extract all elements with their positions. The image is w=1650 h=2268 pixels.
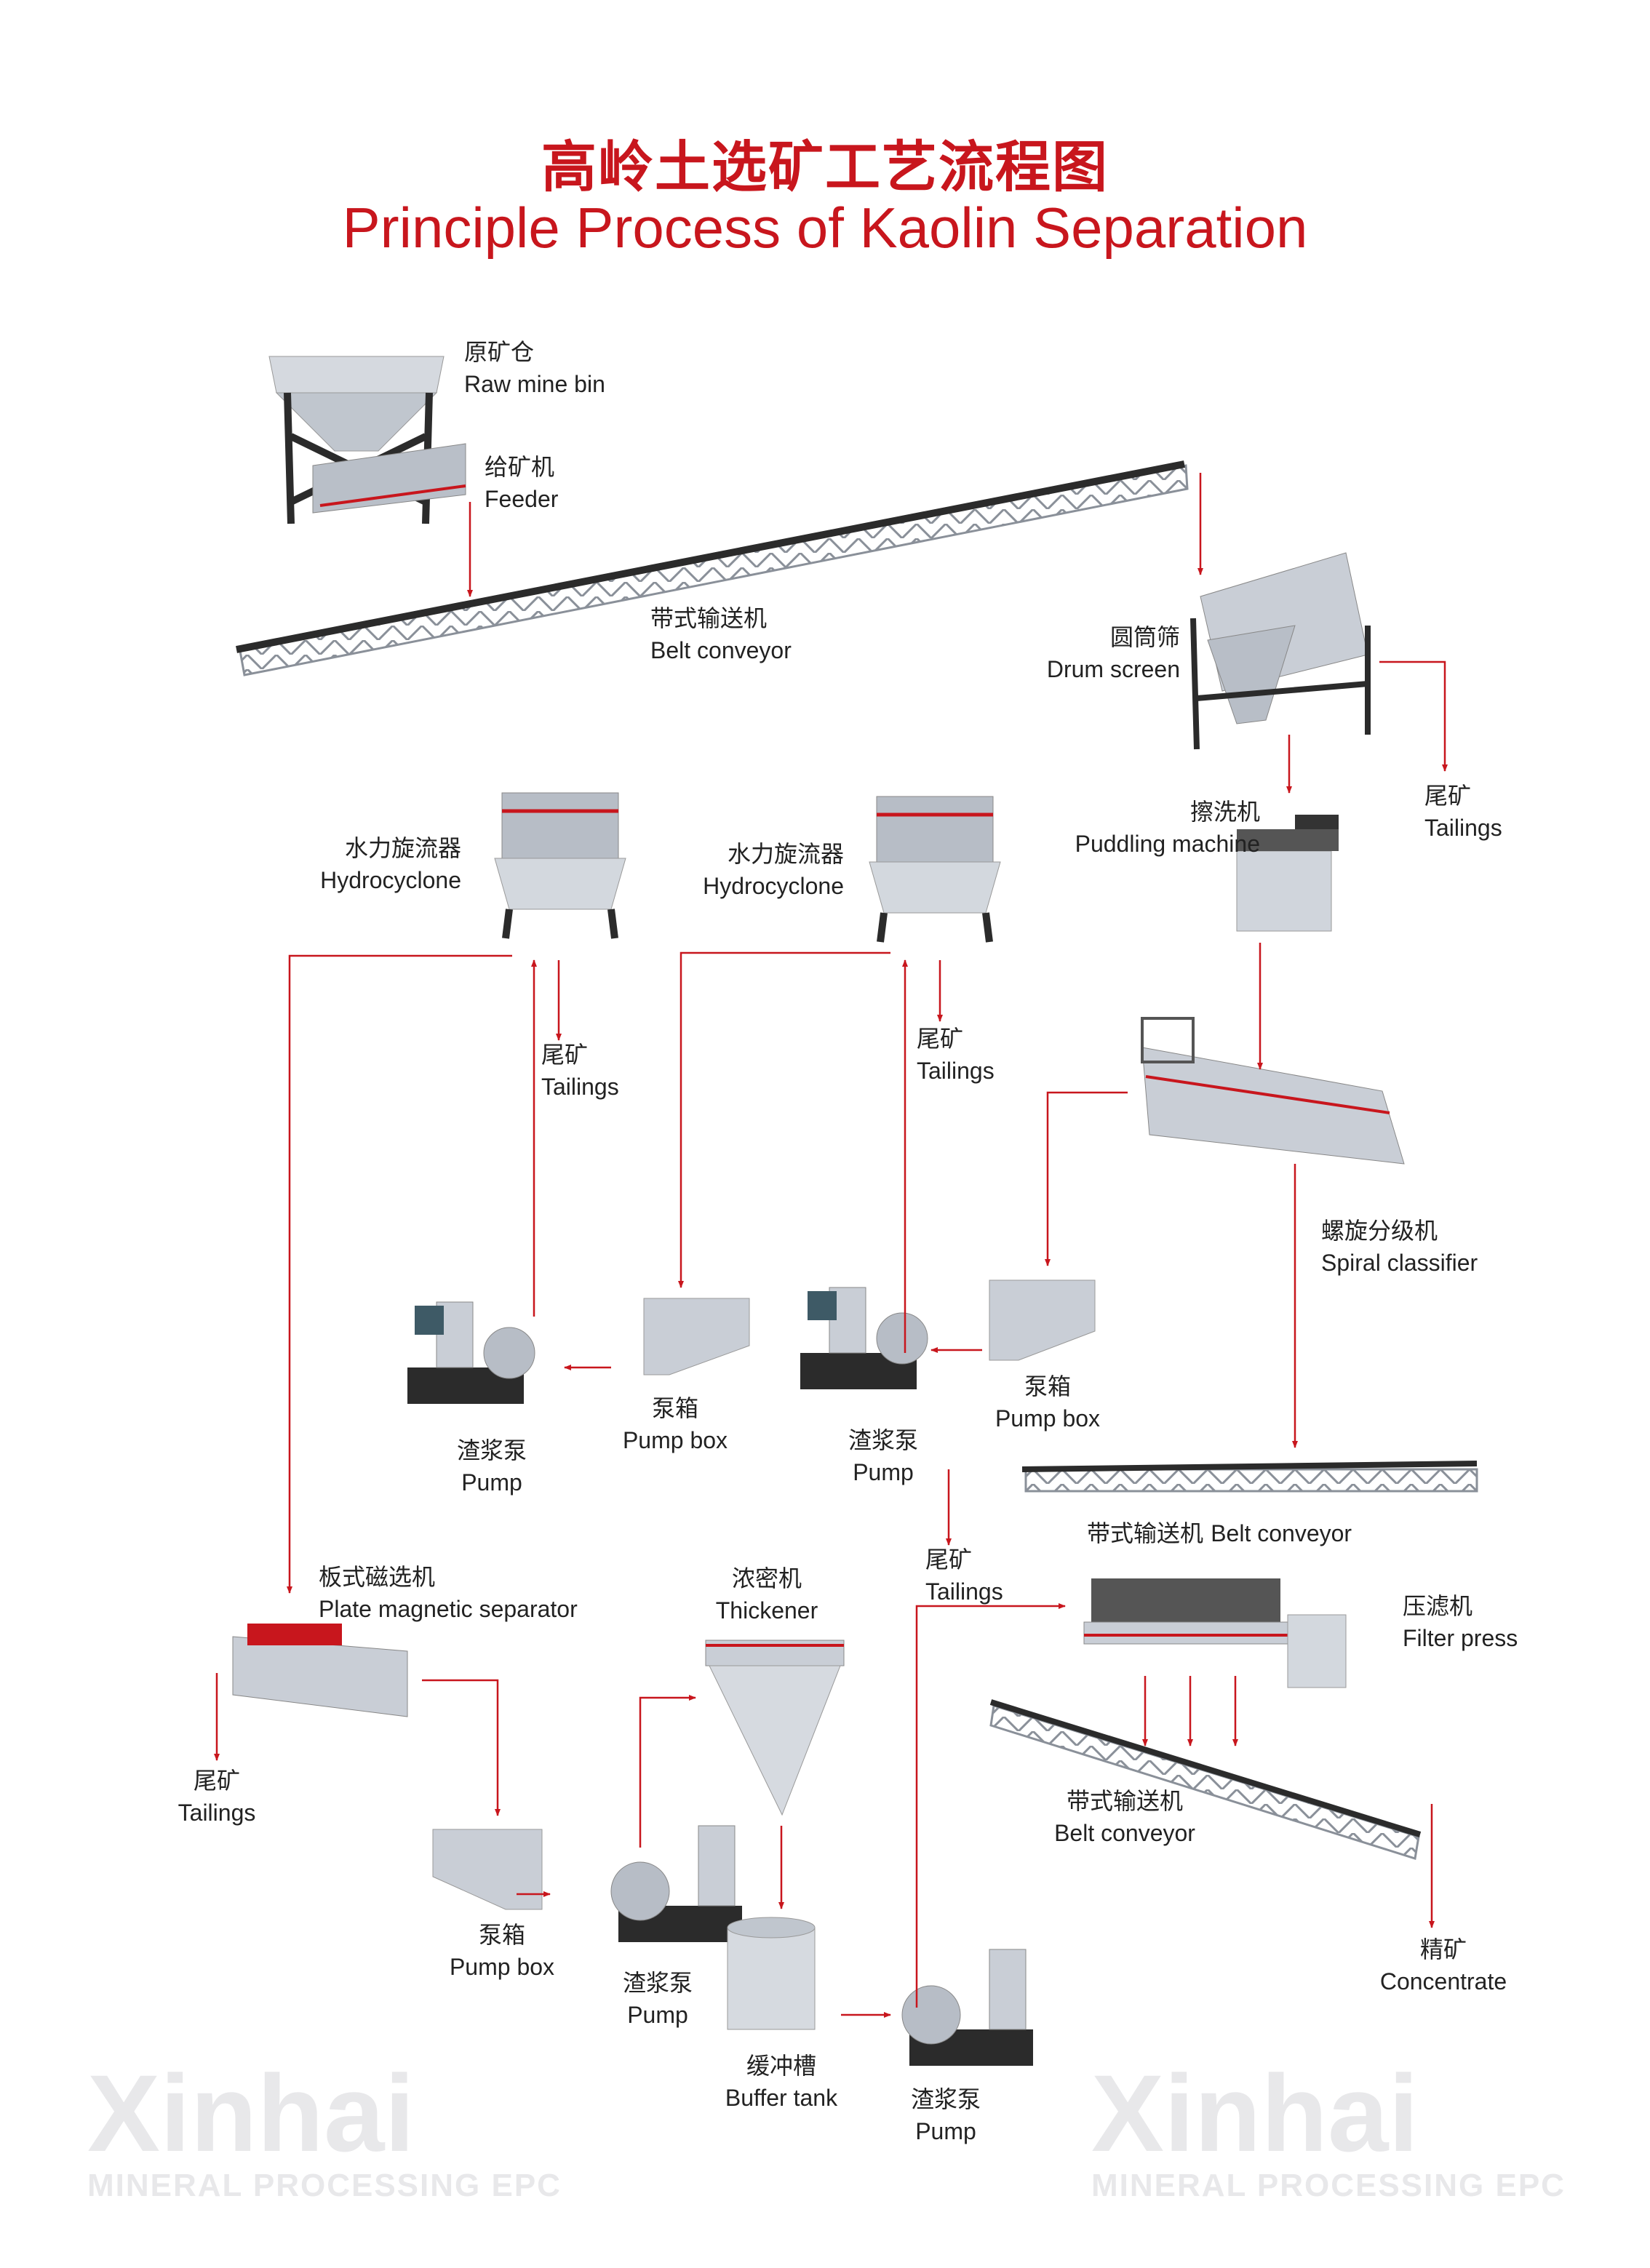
plate-magnetic-separator [232,1624,408,1717]
hydrocyclone-2 [869,796,1001,943]
arrow-magnetic-to-pumpbox [422,1679,501,1816]
pump-2 [800,1287,928,1389]
title-chinese: 高岭土选矿工艺流程图 [541,135,1109,199]
arrow-hydrocyclone-2-overflow [678,951,890,1288]
drum-screen [1190,552,1371,750]
belt-conveyor-1 [236,460,1189,676]
hydrocyclone-1 [494,792,626,939]
pump-1 [407,1301,535,1404]
pump-box-3 [432,1829,543,1910]
belt-conveyor-3 [989,1699,1422,1860]
puddling-machine [1236,815,1339,932]
feeder [312,443,466,514]
pump-4 [901,1949,1033,2066]
spiral-classifier [1141,1017,1405,1165]
flow-arrows [214,473,1448,2018]
arrow-hydrocyclone-1-overflow [287,954,512,1594]
arrow-classifier-to-pumpbox [1045,1091,1128,1266]
pump-box-1 [643,1298,750,1375]
pump-box-2 [989,1279,1096,1361]
filter-press [1083,1578,1347,1688]
pump-3 [610,1825,742,1942]
title-english: Principle Process of Kaolin Separation [342,196,1308,260]
arrow-pump-to-filter-press [915,1603,1066,2008]
buffer-tank [727,1917,816,2030]
arrow-pump-to-thickener [639,1695,696,1848]
thickener [705,1640,845,1816]
arrow-drum-to-tailings [1379,660,1448,772]
label-belt-conveyor-2: 带式输送机 Belt conveyor [1087,1520,1352,1547]
belt-conveyor-2 [1021,1461,1478,1493]
